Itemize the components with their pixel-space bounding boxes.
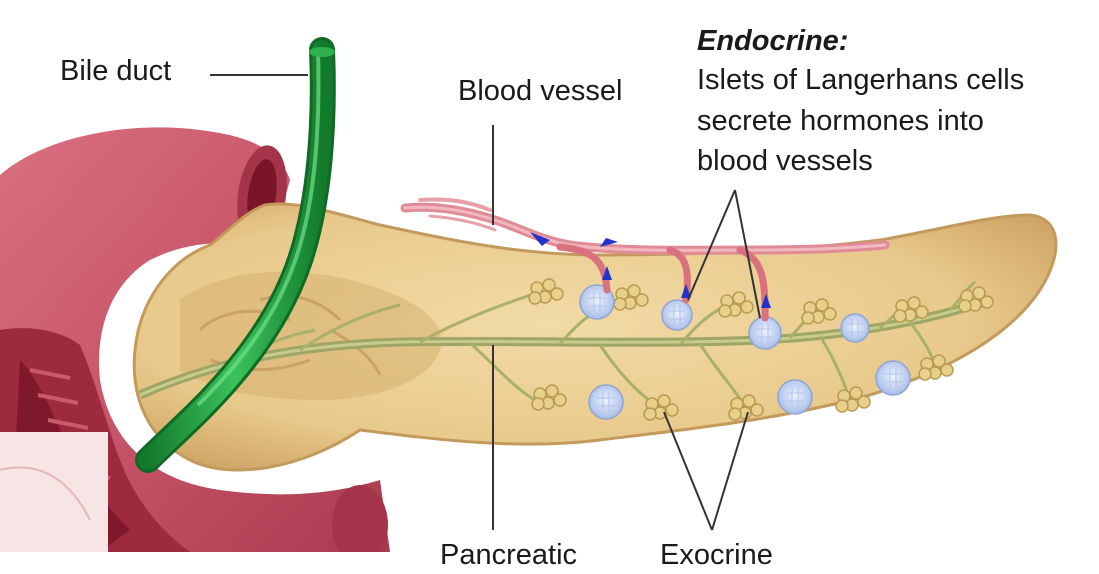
duodenum — [0, 127, 390, 552]
arrow-icon — [681, 284, 691, 298]
islet — [777, 379, 813, 415]
islet — [840, 313, 870, 343]
blood-vessel-label: Blood vessel — [458, 75, 623, 107]
bile-duct — [135, 37, 336, 473]
exocrine-leader-left — [663, 411, 713, 531]
acinus — [643, 394, 679, 421]
arrow-icon — [530, 232, 550, 246]
acinus — [613, 284, 649, 311]
endocrine-leader-right — [734, 189, 761, 319]
islet — [661, 299, 693, 331]
acinus — [835, 386, 871, 413]
flow-arrows — [530, 232, 771, 308]
pancreatic-duct-label-partial: Pancreatic — [440, 539, 578, 571]
acinus — [531, 384, 567, 411]
islet — [748, 316, 782, 350]
duodenum-lower-loop — [332, 485, 388, 552]
endocrine-line-2: secrete hormones into — [697, 105, 984, 137]
acinus — [893, 296, 929, 323]
arrow-icon — [602, 266, 612, 280]
arrow-icon — [761, 294, 771, 308]
endocrine-leader-left — [687, 189, 736, 301]
acinus — [718, 291, 754, 318]
acinus — [528, 278, 564, 305]
bile-duct-label: Bile duct — [60, 55, 172, 87]
islet — [588, 384, 624, 420]
endocrine-line-3: blood vessels — [697, 145, 873, 177]
acinus — [801, 298, 837, 325]
acinus — [958, 286, 994, 313]
exocrine-label-partial: Exocrine — [660, 539, 773, 571]
duodenum-folds — [29, 368, 111, 480]
islet — [579, 284, 615, 320]
islets — [579, 284, 911, 420]
pancreatic-duct — [138, 280, 992, 410]
endocrine-line-1: Islets of Langerhans cells — [697, 64, 1025, 96]
exocrine-leader-right — [711, 411, 749, 531]
acinus — [728, 394, 764, 421]
acinus — [918, 354, 954, 381]
pancreas-diagram — [0, 37, 1058, 552]
acini-clusters — [528, 278, 994, 421]
islet — [875, 360, 911, 396]
inset-panel — [0, 432, 108, 552]
leader-lines — [210, 74, 761, 531]
arrow-icon — [600, 238, 618, 247]
endocrine-title: Endocrine: — [697, 25, 849, 57]
